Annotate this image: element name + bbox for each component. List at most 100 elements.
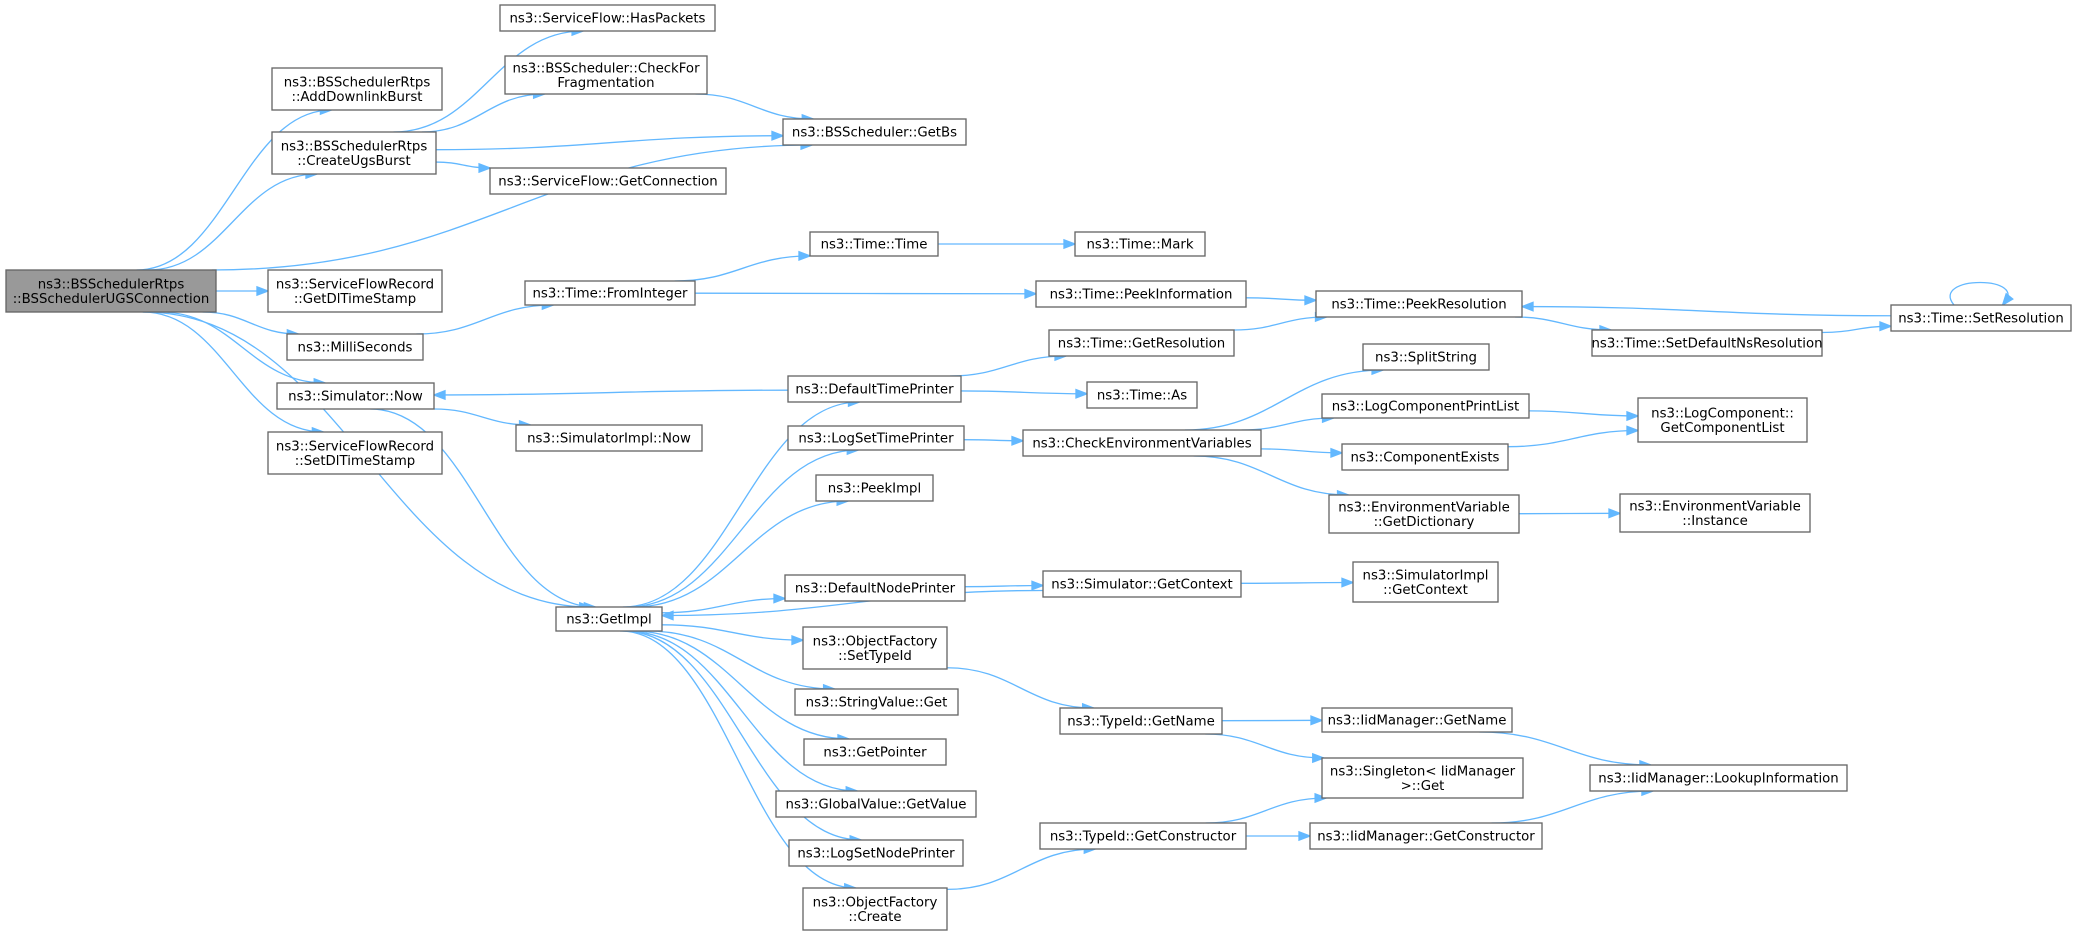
node-typeid-getname[interactable]: ns3::TypeId::GetName <box>1059 707 1223 735</box>
edge-time-fromint-to-time-peekinfo <box>694 288 1038 299</box>
node-objfactory-settypeid[interactable]: ns3::ObjectFactory::SetTypeId <box>802 626 948 670</box>
node-iid-lookup[interactable]: ns3::IidManager::LookupInformation <box>1589 764 1848 792</box>
node-env-getdict[interactable]: ns3::EnvironmentVariable::GetDictionary <box>1328 494 1520 534</box>
node-default-node-printer[interactable]: ns3::DefaultNodePrinter <box>784 574 966 602</box>
node-box <box>802 887 948 931</box>
edge-line <box>964 584 1044 588</box>
edge-time-setres-to-time-peekres <box>1520 301 1892 317</box>
node-label: ns3::LogComponentPrintList <box>1332 400 1520 415</box>
node-time-peekinfo[interactable]: ns3::Time::PeekInformation <box>1035 280 1247 308</box>
node-label: ns3::ObjectFactory <box>813 634 938 649</box>
node-check-env[interactable]: ns3::CheckEnvironmentVariables <box>1022 429 1262 457</box>
edge-line <box>1521 305 1892 317</box>
node-box <box>267 431 443 475</box>
node-label: ns3::Time::PeekInformation <box>1050 288 1233 303</box>
node-label: ns3::BSSchedulerRtps <box>38 277 185 292</box>
node-split-string[interactable]: ns3::SplitString <box>1362 343 1490 371</box>
node-sf-haspackets[interactable]: ns3::ServiceFlow::HasPackets <box>499 4 716 32</box>
node-box <box>1309 822 1543 850</box>
node-box <box>1022 429 1262 457</box>
node-label: ns3::Time::Mark <box>1086 238 1193 253</box>
arrowhead <box>1312 752 1326 764</box>
node-sim-now[interactable]: ns3::Simulator::Now <box>276 382 435 410</box>
node-time-getres[interactable]: ns3::Time::GetResolution <box>1048 329 1235 357</box>
edge-line <box>1528 410 1639 417</box>
node-time-time[interactable]: ns3::Time::Time <box>809 231 939 257</box>
edge-check-env-to-env-getdict <box>1193 455 1351 501</box>
node-log-setnode[interactable]: ns3::LogSetNodePrinter <box>788 839 964 867</box>
node-milliseconds[interactable]: ns3::MilliSeconds <box>286 333 424 361</box>
edge-sim-getctx-to-simimpl-getctx <box>1240 577 1355 588</box>
node-box <box>5 269 217 313</box>
node-label: ::AddDownlinkBurst <box>291 90 422 105</box>
node-create-ugs[interactable]: ns3::BSSchedulerRtps::CreateUgsBurst <box>271 131 437 175</box>
node-simimpl-getctx[interactable]: ns3::SimulatorImpl::GetContext <box>1352 561 1499 603</box>
node-box <box>515 424 703 452</box>
node-log-comp-printlist[interactable]: ns3::LogComponentPrintList <box>1321 393 1530 419</box>
node-label: ns3::ComponentExists <box>1350 451 1499 466</box>
edge-line <box>202 311 299 335</box>
edge-line <box>1193 455 1349 496</box>
node-default-time-printer[interactable]: ns3::DefaultTimePrinter <box>787 375 962 403</box>
node-label: ns3::ServiceFlow::GetConnection <box>498 175 717 190</box>
edge-line <box>1260 448 1343 454</box>
node-time-fromint[interactable]: ns3::Time::FromInteger <box>524 280 696 306</box>
edge-line <box>1233 316 1327 331</box>
node-sf-getconn[interactable]: ns3::ServiceFlow::GetConnection <box>489 167 727 195</box>
node-stringvalue-get[interactable]: ns3::StringValue::Get <box>794 688 959 716</box>
node-singleton-get[interactable]: ns3::Singleton< IidManager>::Get <box>1321 757 1524 799</box>
node-simimpl-now[interactable]: ns3::SimulatorImpl::Now <box>515 424 703 452</box>
node-iid-getname[interactable]: ns3::IidManager::GetName <box>1321 707 1513 733</box>
edge-line <box>632 630 850 740</box>
node-box <box>1362 343 1490 371</box>
edge-line <box>1205 797 1327 824</box>
node-iid-getctor[interactable]: ns3::IidManager::GetConstructor <box>1309 822 1543 850</box>
node-label: ::Create <box>848 910 901 925</box>
node-typeid-getctor[interactable]: ns3::TypeId::GetConstructor <box>1039 822 1247 850</box>
node-add-dl-burst[interactable]: ns3::BSSchedulerRtps::AddDownlinkBurst <box>271 67 443 111</box>
node-sim-getctx[interactable]: ns3::Simulator::GetContext <box>1042 570 1242 598</box>
arrowhead <box>1626 425 1640 436</box>
node-time-mark[interactable]: ns3::Time::Mark <box>1074 231 1206 257</box>
node-box <box>1341 443 1509 471</box>
node-root[interactable]: ns3::BSSchedulerRtps::BSSchedulerUGSConn… <box>5 269 217 313</box>
arrowhead <box>773 593 787 604</box>
node-bs-getbs[interactable]: ns3::BSScheduler::GetBs <box>782 118 967 146</box>
edge-line <box>622 401 860 608</box>
node-time-peekres[interactable]: ns3::Time::PeekResolution <box>1315 290 1523 318</box>
edge-default-node-printer-to-sim-getctx <box>964 580 1045 591</box>
node-objfactory-create[interactable]: ns3::ObjectFactory::Create <box>802 887 948 931</box>
node-time-setres[interactable]: ns3::Time::SetResolution <box>1890 304 2072 332</box>
node-log-settime[interactable]: ns3::LogSetTimePrinter <box>787 425 965 451</box>
edge-typeid-getname-to-iid-getname <box>1221 715 1324 726</box>
edge-line <box>1240 581 1354 584</box>
node-globalvalue-get[interactable]: ns3::GlobalValue::GetValue <box>775 790 977 818</box>
node-sfr-setdl[interactable]: ns3::ServiceFlowRecord::SetDlTimeStamp <box>267 431 443 475</box>
node-time-setdefns[interactable]: ns3::Time::SetDefaultNsResolution <box>1591 329 1823 357</box>
edge-line <box>1514 316 1612 331</box>
edge-line <box>433 408 531 426</box>
arrowhead <box>2001 292 2014 307</box>
edge-line <box>661 624 804 641</box>
node-label: ns3::Time::As <box>1097 389 1187 404</box>
node-label: ns3::SimulatorImpl::Now <box>527 432 691 447</box>
node-time-as[interactable]: ns3::Time::As <box>1086 381 1198 409</box>
node-label: ns3::Time::SetDefaultNsResolution <box>1591 337 1822 352</box>
node-env-instance[interactable]: ns3::EnvironmentVariable::Instance <box>1619 493 1811 533</box>
edge-time-setdefns-to-time-setres <box>1821 321 1893 334</box>
arrowhead <box>1304 295 1318 306</box>
node-getpointer[interactable]: ns3::GetPointer <box>803 738 947 766</box>
node-box <box>1352 561 1499 603</box>
node-log-comp-getlist[interactable]: ns3::LogComponent::GetComponentList <box>1637 397 1808 443</box>
node-peekimpl[interactable]: ns3::PeekImpl <box>815 474 934 502</box>
node-label: ns3::Singleton< IidManager <box>1330 764 1516 779</box>
edge-line <box>435 135 784 151</box>
node-getimpl[interactable]: ns3::GetImpl <box>555 606 663 632</box>
node-box <box>788 839 964 867</box>
node-box <box>1321 757 1524 799</box>
node-comp-exists[interactable]: ns3::ComponentExists <box>1341 443 1509 471</box>
node-label: ::SetTypeId <box>838 649 912 664</box>
node-sfr-getdl[interactable]: ns3::ServiceFlowRecord::GetDlTimeStamp <box>267 269 443 313</box>
edge-line <box>433 389 789 396</box>
